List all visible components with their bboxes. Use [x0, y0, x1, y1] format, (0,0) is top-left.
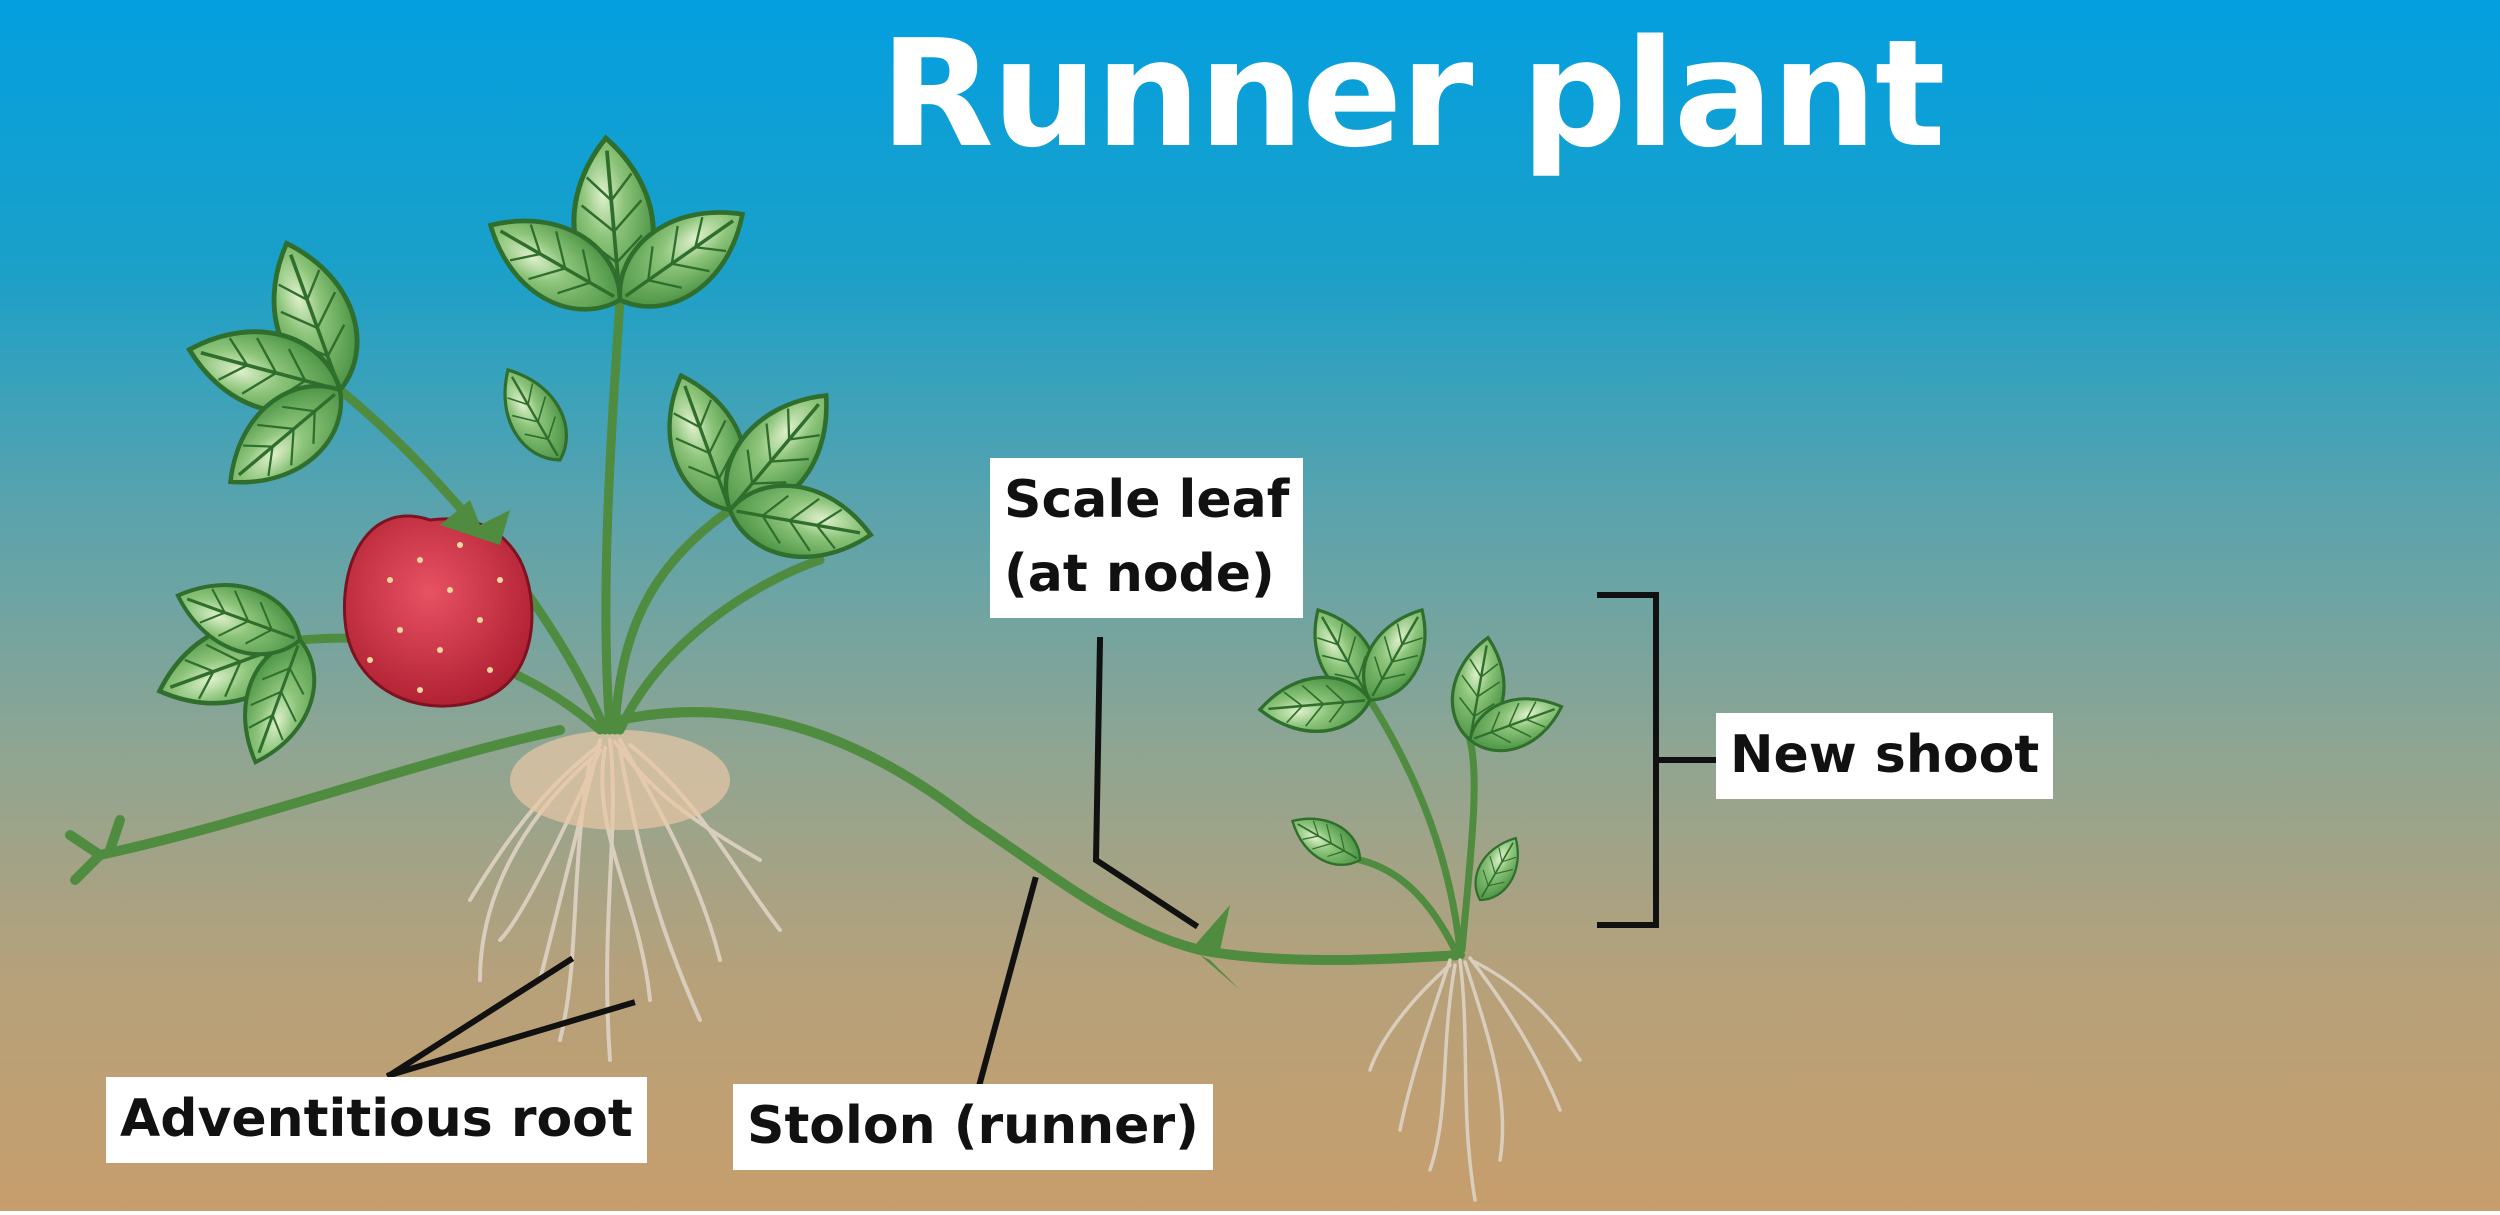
diagram-title: Runner plant	[880, 8, 1946, 180]
root-pointer-1	[385, 955, 575, 1080]
stolon-pointer	[974, 876, 1039, 1094]
mother-plant-stems	[295, 295, 825, 735]
new-shoot-roots	[1368, 956, 1582, 1202]
new-shoot-stems	[1356, 696, 1478, 954]
stolon-label: Stolon (runner)	[733, 1084, 1213, 1170]
root-crown	[510, 730, 730, 830]
scale-leaf-label-line1: Scale leaf	[1004, 470, 1290, 530]
leader-lines	[385, 592, 1719, 1094]
scale-leaf-node	[1195, 905, 1240, 990]
scale-leaf-label: Scale leaf (at node)	[990, 458, 1304, 618]
stolon-runner	[65, 707, 1465, 965]
strawberry-fruit	[342, 500, 534, 708]
scale-leaf-label-line2: (at node)	[1004, 543, 1275, 604]
root-pointer-2	[386, 999, 636, 1079]
scale-leaf-pointer	[1092, 636, 1200, 930]
new-shoot-label: New shoot	[1716, 713, 2054, 799]
adventitious-root-label: Adventitious root	[106, 1077, 647, 1163]
